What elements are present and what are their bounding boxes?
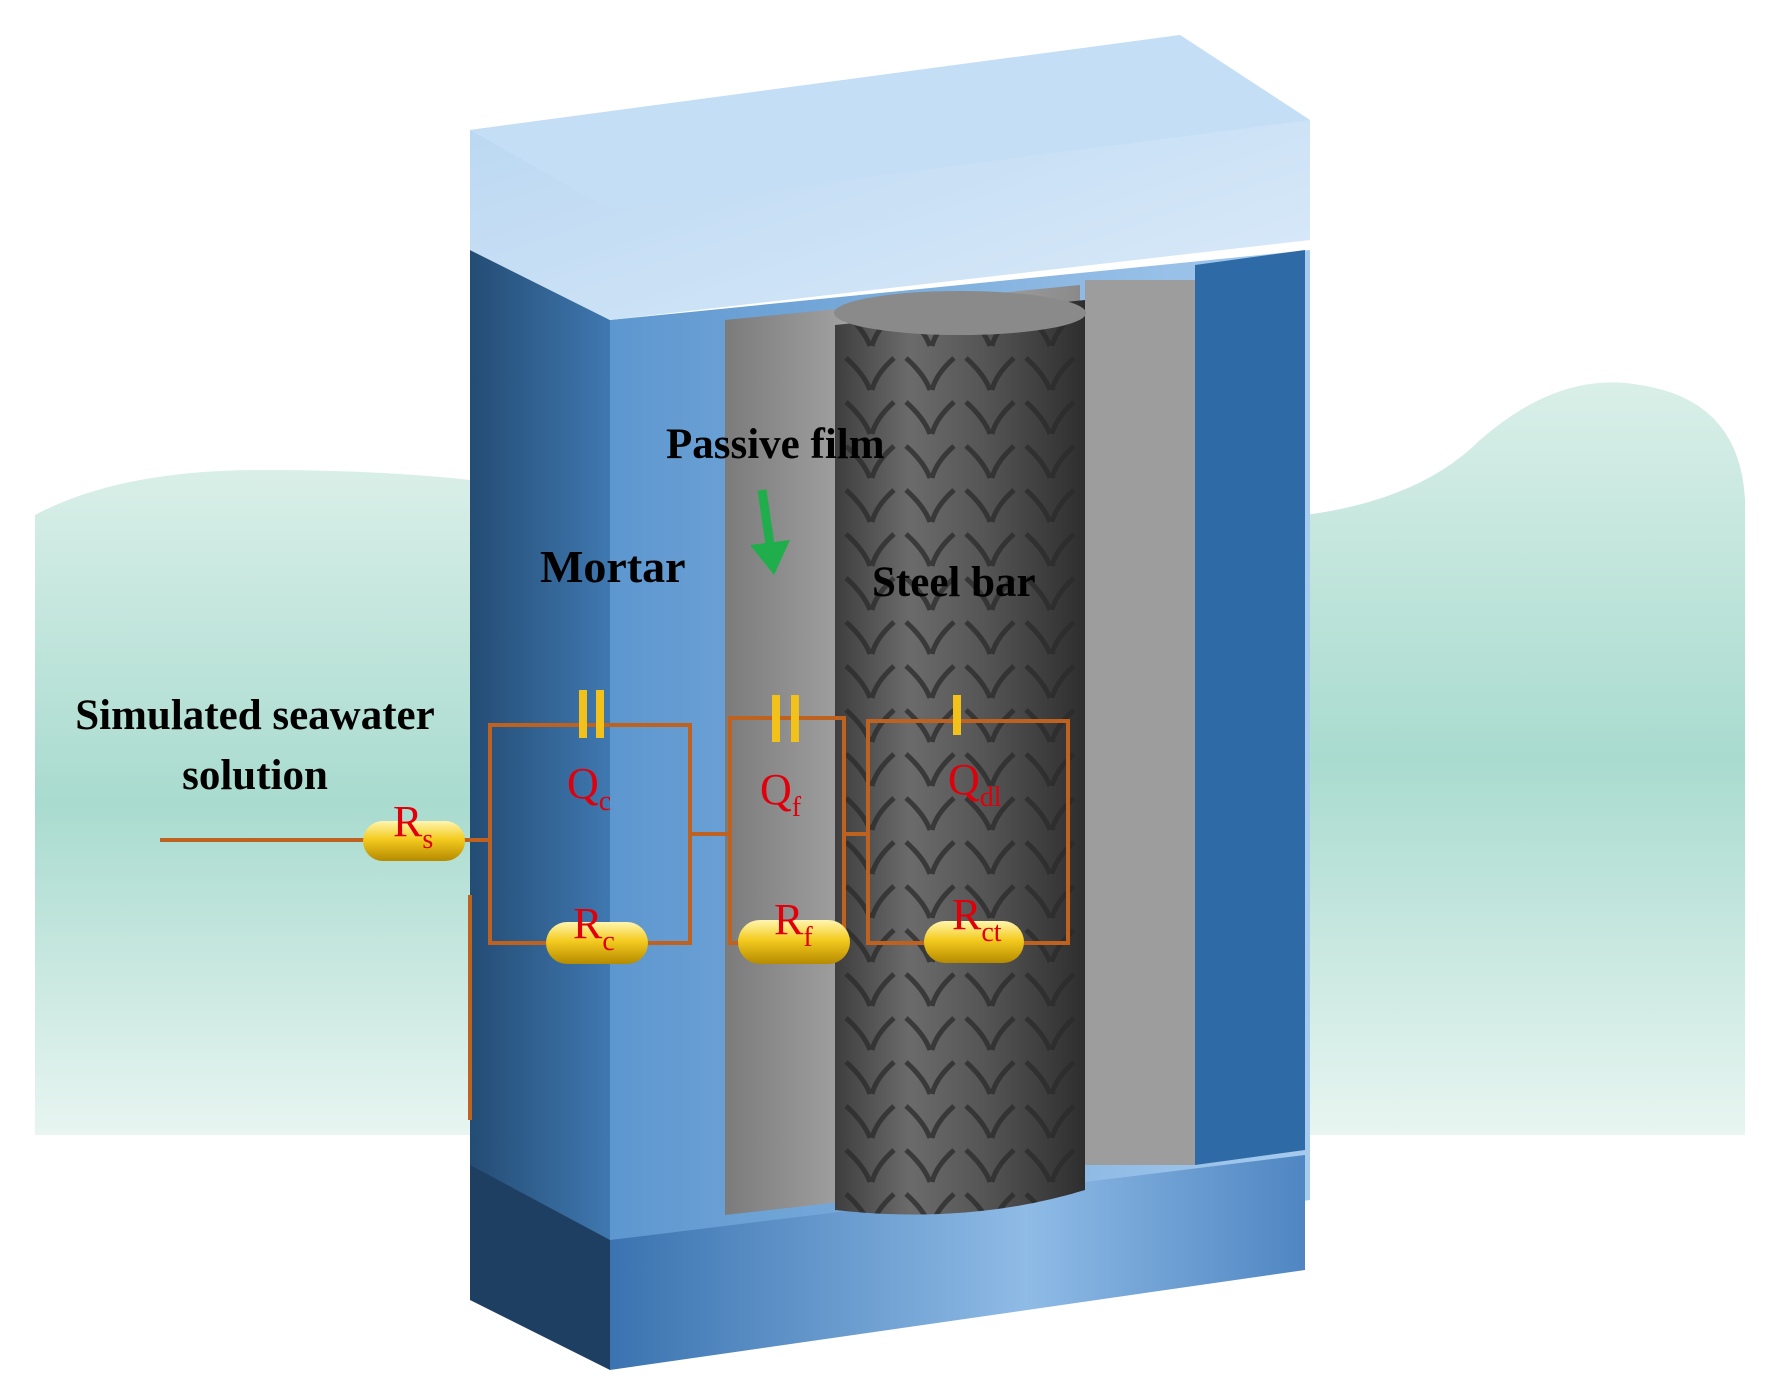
- label-Rs: Rs: [393, 797, 434, 855]
- mortar-bottom-slab: [610, 1155, 1305, 1370]
- mortar-front-face: [470, 250, 610, 1300]
- mortar-bottom-left: [470, 1165, 610, 1370]
- mortar-top-face: [470, 35, 1310, 210]
- label-Qf: Qf: [760, 765, 802, 823]
- label-Qdl: Qdl: [948, 755, 1002, 813]
- label-Qc: Qc: [567, 759, 612, 817]
- resistor-Rf: [738, 920, 850, 964]
- label-steel-bar: Steel bar: [872, 559, 1036, 606]
- label-Rc: Rc: [573, 899, 615, 957]
- label-mortar: Mortar: [540, 541, 686, 592]
- label-passive-film: Passive film: [666, 421, 885, 468]
- label-seawater-solution: Simulated seawater solution: [75, 692, 435, 799]
- resistor-Rct: [924, 921, 1024, 963]
- capacitor-Qf: [772, 695, 799, 742]
- resistor-Rc: [546, 922, 648, 964]
- film-back-section: [1085, 280, 1195, 1165]
- steel-bar-ribs: [835, 300, 1085, 1215]
- capacitor-Qc: [579, 690, 604, 738]
- mortar-right-section: [1195, 250, 1305, 1165]
- steel-bar-top: [834, 291, 1086, 335]
- resistor-Rs: [363, 821, 465, 861]
- passive-film-arrow: [750, 489, 790, 575]
- label-Rf: Rf: [774, 895, 813, 953]
- seawater-left: [35, 470, 470, 1135]
- label-Rct: Rct: [952, 890, 1002, 948]
- seawater-right: [1305, 382, 1745, 1136]
